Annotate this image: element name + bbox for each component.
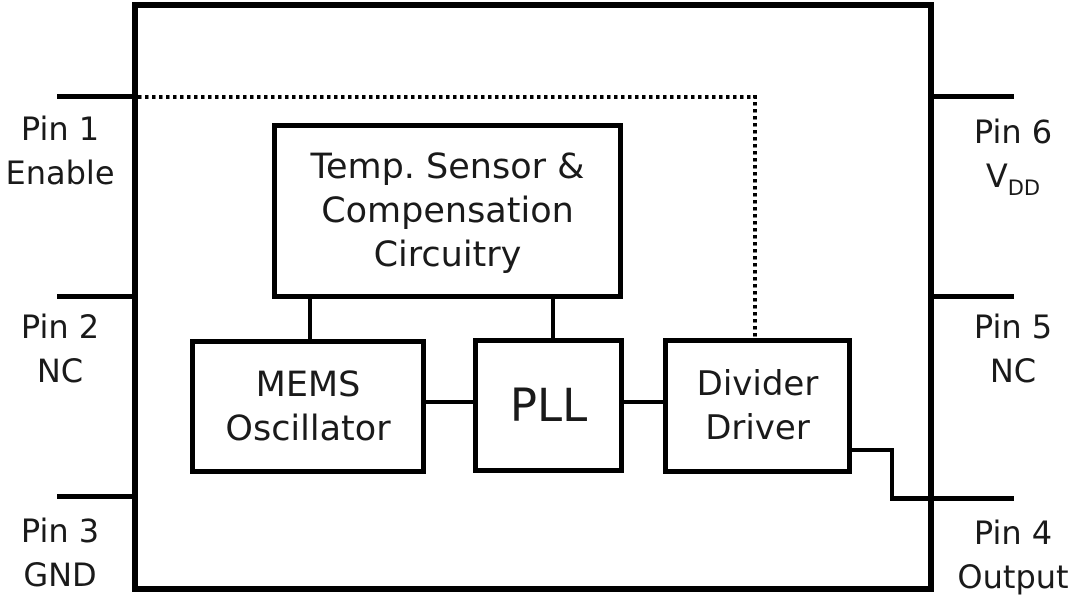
pin6-name: Pin 6 bbox=[973, 113, 1053, 151]
pin4-name: Pin 4 bbox=[973, 514, 1053, 552]
mems-oscillator-label-line2: Oscillator bbox=[225, 408, 391, 449]
connector-divider-output-vertical bbox=[890, 448, 894, 501]
pin5-label: Pin 5 NC bbox=[948, 305, 1078, 393]
pin2-label: Pin 2 NC bbox=[0, 305, 120, 393]
pin4-label: Pin 4 Output bbox=[948, 511, 1078, 599]
connector-divider-output-horizontal bbox=[848, 448, 894, 452]
temp-sensor-label-line2: Compensation bbox=[321, 191, 574, 231]
pin1-label: Pin 1 Enable bbox=[0, 107, 120, 195]
pin6-function: VDD bbox=[948, 154, 1078, 210]
connector-mems-to-pll bbox=[422, 400, 476, 404]
pll-label: PLL bbox=[509, 378, 588, 432]
connector-pll-to-divider bbox=[620, 400, 666, 404]
pin4-lead-line bbox=[890, 496, 1014, 501]
pin3-function: GND bbox=[23, 556, 97, 594]
divider-driver-label-line1: Divider bbox=[696, 364, 819, 404]
pin1-function: Enable bbox=[5, 154, 115, 192]
pin3-name: Pin 3 bbox=[20, 512, 100, 550]
connector-temp-to-pll bbox=[551, 296, 555, 342]
pin2-name: Pin 2 bbox=[20, 308, 100, 346]
pin6-function-main: V bbox=[985, 157, 1008, 195]
pin5-lead-line bbox=[928, 294, 1014, 299]
enable-dotted-line-horizontal bbox=[138, 95, 757, 99]
divider-driver-label-line2: Driver bbox=[705, 408, 810, 448]
temp-sensor-label-line1: Temp. Sensor & bbox=[310, 147, 585, 187]
pin6-function-subscript: DD bbox=[1007, 176, 1041, 200]
pin5-function: NC bbox=[989, 352, 1037, 390]
pin2-lead-line bbox=[57, 294, 135, 299]
pin1-lead-line bbox=[57, 94, 135, 99]
pin3-label: Pin 3 GND bbox=[0, 509, 120, 597]
divider-driver-block: Divider Driver bbox=[663, 338, 852, 474]
pin6-lead-line bbox=[928, 94, 1014, 99]
temp-sensor-block: Temp. Sensor & Compensation Circuitry bbox=[272, 123, 623, 299]
pll-block: PLL bbox=[473, 338, 624, 473]
pin6-label: Pin 6 VDD bbox=[948, 110, 1078, 210]
enable-dotted-line-vertical bbox=[753, 95, 757, 340]
mems-oscillator-block: MEMS Oscillator bbox=[190, 339, 426, 474]
pin3-lead-line bbox=[57, 494, 135, 499]
pin4-function: Output bbox=[957, 558, 1069, 596]
temp-sensor-label-line3: Circuitry bbox=[373, 235, 522, 275]
mems-oscillator-label-line1: MEMS bbox=[255, 364, 361, 405]
pin1-name: Pin 1 bbox=[20, 110, 100, 148]
connector-temp-to-mems bbox=[308, 296, 312, 342]
pin5-name: Pin 5 bbox=[973, 308, 1053, 346]
pin2-function: NC bbox=[36, 352, 84, 390]
